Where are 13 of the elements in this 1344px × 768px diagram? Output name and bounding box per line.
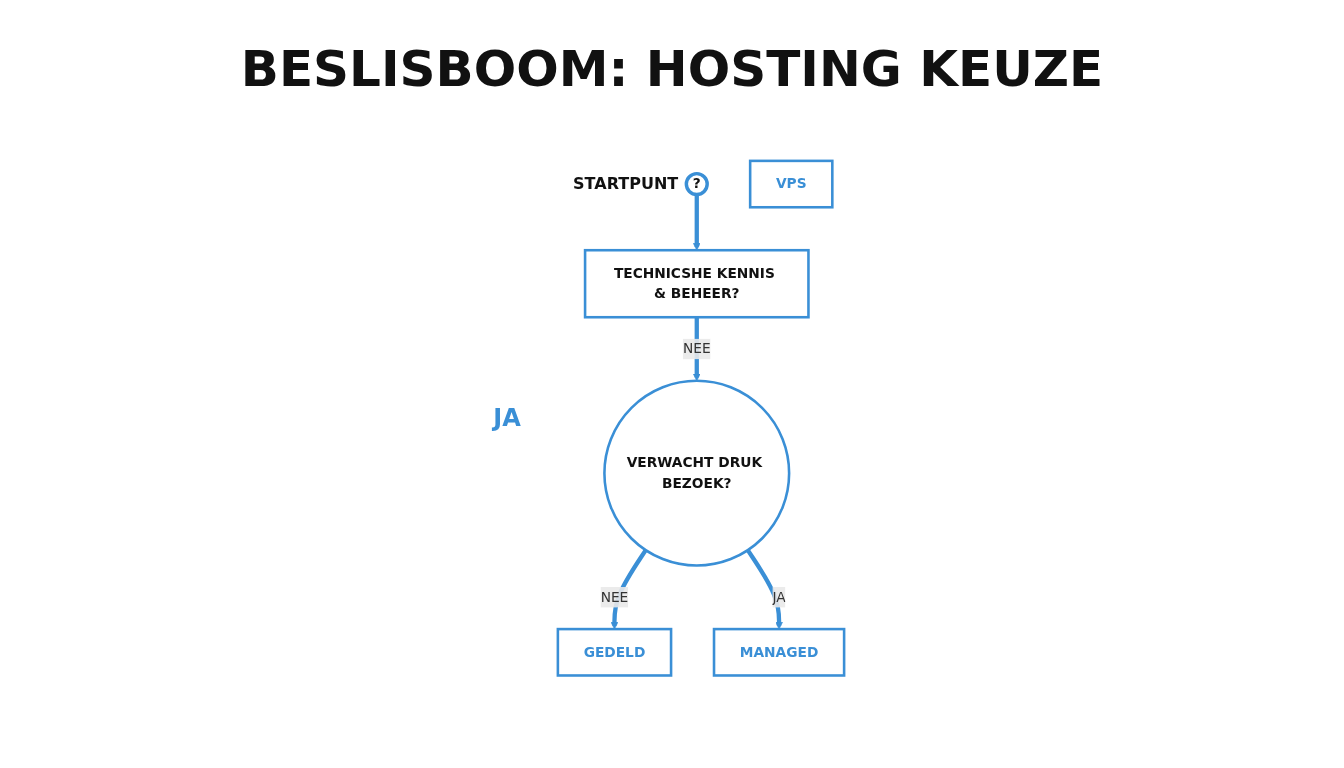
node-circle: VERWACHT DRUK BEZOEK?: [602, 379, 791, 567]
node-caption: STARTPUNT: [573, 174, 679, 194]
edge-label: NEE: [600, 588, 629, 605]
edge-label: JA: [772, 588, 786, 605]
node-box: GEDELD: [556, 627, 673, 677]
title: BESLISBOOM: HOSTING KEUZE: [240, 40, 1104, 98]
node-box: VPS: [748, 159, 834, 209]
node-box: TECHNICSHE KENNIS & BEHEER?: [583, 248, 810, 319]
node-circle: ?: [684, 171, 709, 197]
arrow: [692, 194, 701, 251]
note-label: JA: [493, 404, 521, 432]
edge-label: NEE: [682, 340, 711, 357]
node-box: MANAGED: [712, 627, 846, 677]
